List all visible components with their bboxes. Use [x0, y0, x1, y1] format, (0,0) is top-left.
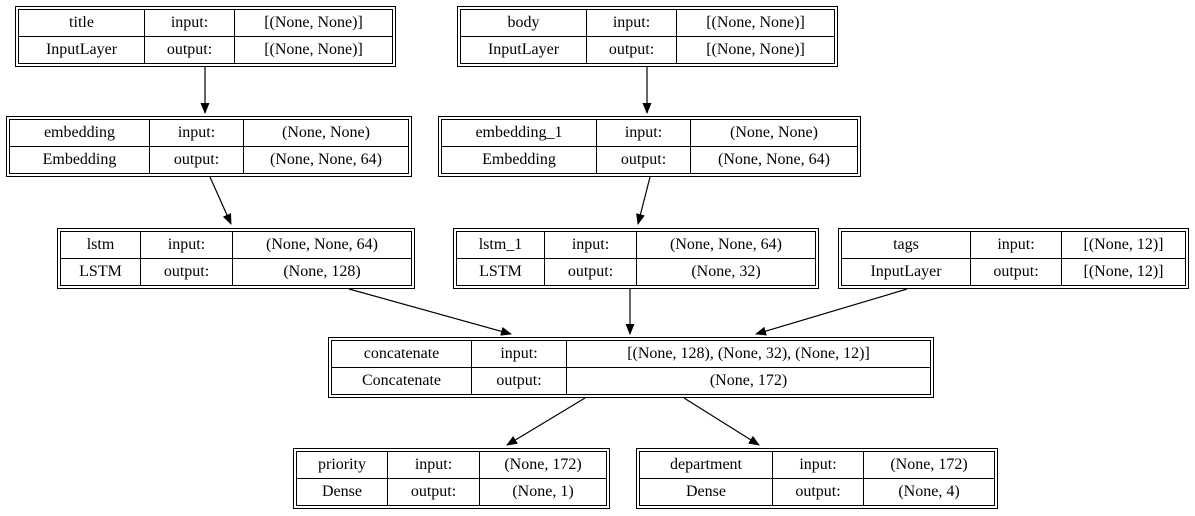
input-shape: [(None, None)]	[676, 9, 835, 37]
output-label: output:	[387, 478, 480, 506]
node-body: body input: [(None, None)] InputLayer ou…	[457, 6, 838, 67]
input-shape: (None, None, 64)	[232, 231, 412, 259]
edge-lstm-concatenate	[348, 288, 512, 336]
output-label: output:	[596, 146, 691, 174]
layer-table: tags input: [(None, 12)] InputLayer outp…	[841, 231, 1186, 286]
input-label: input:	[149, 119, 244, 147]
node-lstm: lstm input: (None, None, 64) LSTM output…	[57, 228, 415, 289]
input-label: input:	[144, 9, 235, 37]
layer-class: Dense	[296, 478, 388, 506]
output-shape: (None, 128)	[232, 258, 412, 286]
output-shape: (None, 172)	[566, 367, 931, 395]
node-lstm_1: lstm_1 input: (None, None, 64) LSTM outp…	[453, 228, 819, 289]
node-embedding_1: embedding_1 input: (None, None) Embeddin…	[438, 116, 861, 177]
layer-table: lstm input: (None, None, 64) LSTM output…	[60, 231, 412, 286]
edge-tags-concatenate	[755, 288, 908, 336]
input-label: input:	[471, 340, 567, 368]
layer-class: InputLayer	[460, 36, 587, 64]
input-shape: (None, None)	[243, 119, 409, 147]
layer-class: Embedding	[9, 146, 150, 174]
output-label: output:	[544, 258, 637, 286]
layer-name: embedding	[9, 119, 150, 147]
layer-class: InputLayer	[841, 258, 971, 286]
layer-table: body input: [(None, None)] InputLayer ou…	[460, 9, 835, 64]
output-label: output:	[970, 258, 1062, 286]
output-label: output:	[140, 258, 233, 286]
output-shape: (None, None, 64)	[690, 146, 858, 174]
node-title: title input: [(None, None)] InputLayer o…	[15, 6, 396, 67]
input-label: input:	[596, 119, 691, 147]
input-shape: [(None, 12)]	[1061, 231, 1186, 259]
layer-name: embedding_1	[441, 119, 597, 147]
layer-table: lstm_1 input: (None, None, 64) LSTM outp…	[456, 231, 816, 286]
layer-table: concatenate input: [(None, 128), (None, …	[331, 340, 931, 395]
edge-embedding_1-lstm_1	[636, 176, 651, 225]
output-label: output:	[586, 36, 677, 64]
layer-class: LSTM	[456, 258, 545, 286]
input-label: input:	[140, 231, 233, 259]
input-shape: [(None, 128), (None, 32), (None, 12)]	[566, 340, 931, 368]
output-shape: (None, 4)	[863, 478, 995, 506]
output-label: output:	[149, 146, 244, 174]
output-shape: (None, 32)	[636, 258, 816, 286]
output-shape: [(None, 12)]	[1061, 258, 1186, 286]
node-tags: tags input: [(None, 12)] InputLayer outp…	[838, 228, 1189, 289]
input-shape: (None, None, 64)	[636, 231, 816, 259]
layer-name: tags	[841, 231, 971, 259]
input-label: input:	[544, 231, 637, 259]
layer-name: concatenate	[331, 340, 472, 368]
output-shape: (None, 1)	[479, 478, 607, 506]
input-shape: [(None, None)]	[234, 9, 393, 37]
input-shape: (None, 172)	[863, 451, 995, 479]
node-concatenate: concatenate input: [(None, 128), (None, …	[328, 337, 934, 398]
output-shape: [(None, None)]	[676, 36, 835, 64]
layer-name: priority	[296, 451, 388, 479]
layer-class: InputLayer	[18, 36, 145, 64]
output-label: output:	[144, 36, 235, 64]
layer-table: embedding_1 input: (None, None) Embeddin…	[441, 119, 858, 174]
layer-class: Dense	[639, 478, 773, 506]
node-department: department input: (None, 172) Dense outp…	[636, 448, 998, 509]
layer-table: embedding input: (None, None) Embedding …	[9, 119, 409, 174]
output-shape: (None, None, 64)	[243, 146, 409, 174]
layer-table: priority input: (None, 172) Dense output…	[296, 451, 607, 506]
input-label: input:	[586, 9, 677, 37]
input-shape: (None, None)	[690, 119, 858, 147]
layer-table: department input: (None, 172) Dense outp…	[639, 451, 995, 506]
layer-table: title input: [(None, None)] InputLayer o…	[18, 9, 393, 64]
layer-name: title	[18, 9, 145, 37]
node-priority: priority input: (None, 172) Dense output…	[293, 448, 610, 509]
edge-embedding-lstm	[209, 176, 232, 225]
layer-class: Embedding	[441, 146, 597, 174]
output-label: output:	[471, 367, 567, 395]
layer-name: department	[639, 451, 773, 479]
edge-concatenate-priority	[506, 397, 586, 446]
output-shape: [(None, None)]	[234, 36, 393, 64]
layer-class: Concatenate	[331, 367, 472, 395]
output-label: output:	[772, 478, 864, 506]
layer-class: LSTM	[60, 258, 141, 286]
layer-name: lstm_1	[456, 231, 545, 259]
input-label: input:	[772, 451, 864, 479]
input-label: input:	[970, 231, 1062, 259]
layer-name: body	[460, 9, 587, 37]
edge-concatenate-department	[683, 397, 760, 446]
input-shape: (None, 172)	[479, 451, 607, 479]
layer-name: lstm	[60, 231, 141, 259]
input-label: input:	[387, 451, 480, 479]
node-embedding: embedding input: (None, None) Embedding …	[6, 116, 412, 177]
